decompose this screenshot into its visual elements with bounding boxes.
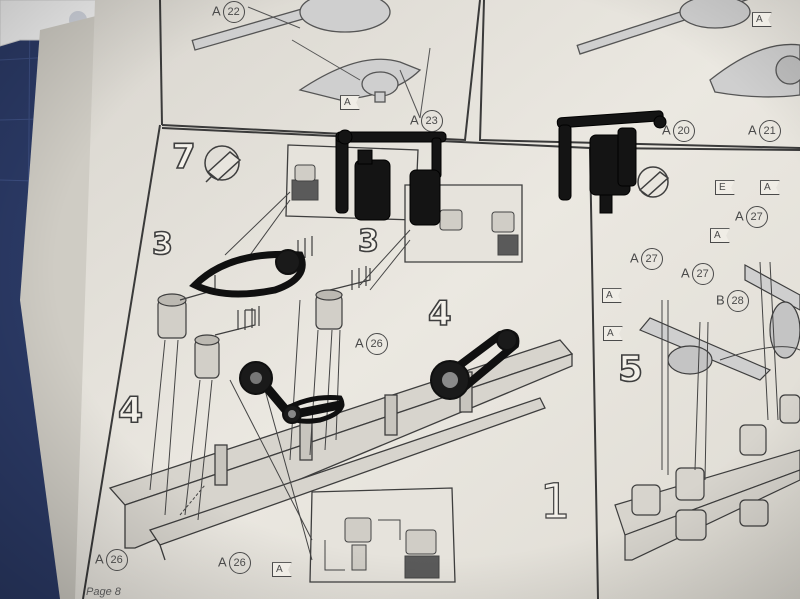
part-number-4-left: 4 — [117, 390, 144, 431]
flag-a-right2: A — [710, 228, 730, 244]
part-number-1: 1 — [539, 474, 571, 530]
flag-a-right3: A — [602, 288, 622, 304]
part-number-4-right: 4 — [427, 294, 452, 334]
flag-e: E — [715, 180, 735, 196]
flag-a-top-left: A — [340, 95, 360, 111]
part-number-3-mid: 3 — [357, 224, 379, 259]
flag-a-top-right: A — [752, 12, 772, 28]
step-number-5: 5 — [617, 349, 644, 390]
flag-a-right4: A — [603, 326, 623, 342]
flag-a-bottom: A — [272, 562, 292, 578]
page-label: Page 8 — [86, 586, 121, 598]
flag-a-right1: A — [760, 180, 780, 196]
part-number-3-left: 3 — [151, 227, 173, 262]
step-number: 7 — [171, 137, 196, 177]
